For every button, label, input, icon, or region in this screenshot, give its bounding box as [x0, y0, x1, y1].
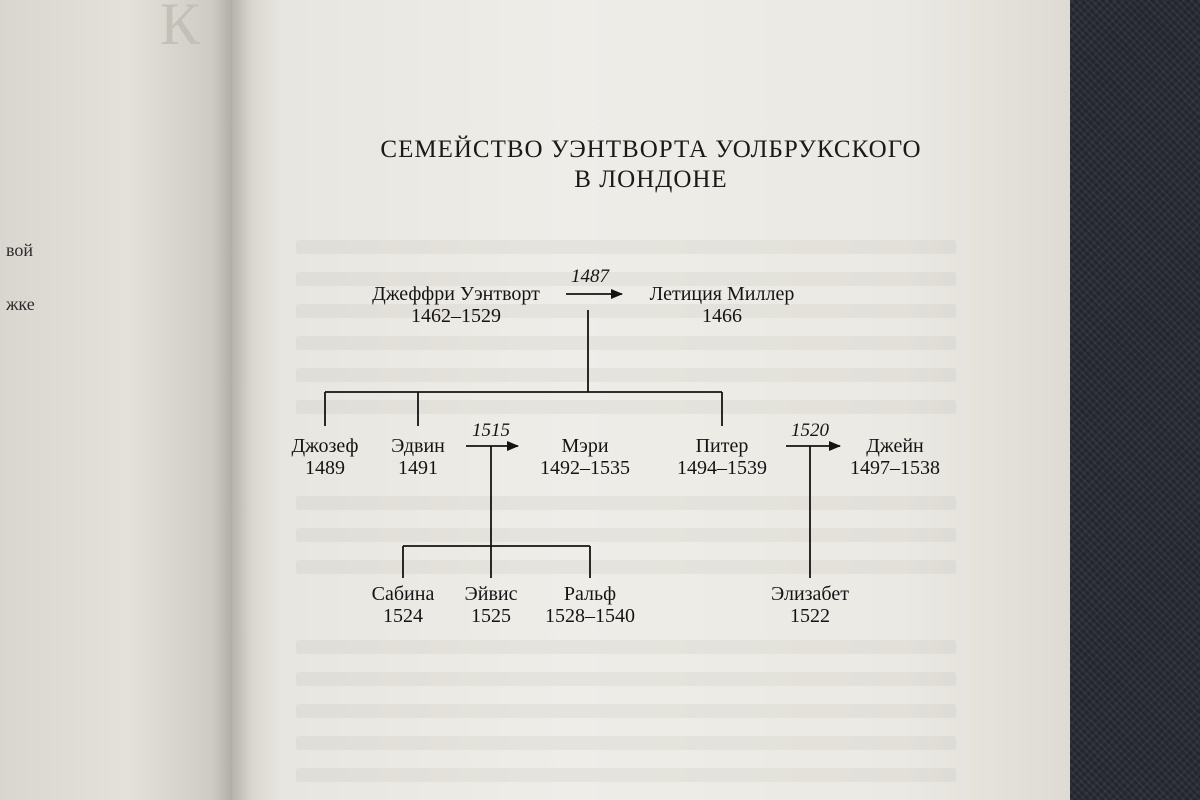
- left-page-fragment-1: вой: [6, 240, 34, 260]
- person-ralph: Ральф 1528–1540: [545, 583, 635, 627]
- person-name: Сабина: [371, 583, 435, 605]
- person-dates: 1494–1539: [677, 457, 767, 479]
- right-page: [232, 0, 1070, 800]
- person-name: Джеффри Уэнтворт: [372, 283, 540, 305]
- bleed-line: [296, 272, 956, 286]
- person-edwin: Эдвин 1491: [391, 435, 445, 479]
- left-page-fragment-2: жке: [6, 294, 35, 314]
- bleed-line: [296, 560, 956, 574]
- bleed-line: [296, 400, 956, 414]
- person-dates: 1489: [304, 457, 345, 479]
- person-peter: Питер 1494–1539: [677, 435, 767, 479]
- person-name: Джейн: [866, 435, 924, 457]
- bleed-line: [296, 336, 956, 350]
- person-dates: 1462–1529: [410, 305, 501, 327]
- person-name: Питер: [695, 435, 749, 457]
- bleed-line: [296, 768, 956, 782]
- person-geoffrey: Джеффри Уэнтворт 1462–1529: [372, 283, 540, 327]
- person-name: Эйвис: [464, 583, 518, 605]
- person-leticia: Летиция Миллер 1466: [650, 283, 795, 327]
- person-dates: 1491: [397, 457, 438, 479]
- person-name: Элизабет: [771, 583, 849, 605]
- bleed-line: [296, 528, 956, 542]
- person-dates: 1466: [702, 305, 742, 327]
- person-dates: 1522: [790, 605, 830, 627]
- bleed-line: [296, 672, 956, 686]
- bleed-line: [296, 736, 956, 750]
- person-dates: 1492–1535: [540, 457, 630, 479]
- person-joseph: Джозеф 1489: [292, 435, 359, 479]
- fabric-background: [1070, 0, 1200, 800]
- bleed-line: [296, 368, 956, 382]
- person-name: Летиция Миллер: [649, 283, 795, 305]
- person-name: Ральф: [563, 583, 617, 605]
- book-gutter: [212, 0, 252, 800]
- person-elizabeth: Элизабет 1522: [771, 583, 849, 627]
- left-page: К вой жке: [0, 0, 232, 800]
- person-name: Мэри: [561, 435, 609, 457]
- person-dates: 1497–1538: [850, 457, 940, 479]
- bleed-line: [296, 704, 956, 718]
- marriage-year-1515: 1515: [472, 420, 510, 441]
- marriage-year-1520: 1520: [791, 420, 829, 441]
- person-dates: 1528–1540: [545, 605, 635, 627]
- person-avis: Эйвис 1525: [465, 583, 518, 627]
- person-name: Джозеф: [291, 435, 359, 457]
- person-sabina: Сабина 1524: [372, 583, 435, 627]
- person-dates: 1524: [383, 605, 423, 627]
- person-dates: 1525: [471, 605, 511, 627]
- person-mary: Мэри 1492–1535: [540, 435, 630, 479]
- tree-title-line-2: В ЛОНДОНЕ: [574, 166, 728, 193]
- bleed-through-letter: К: [160, 0, 201, 57]
- person-jane: Джейн 1497–1538: [850, 435, 940, 479]
- person-name: Эдвин: [391, 435, 445, 457]
- bleed-line: [296, 496, 956, 510]
- bleed-line: [296, 240, 956, 254]
- marriage-year-1487: 1487: [571, 266, 609, 287]
- bleed-line: [296, 640, 956, 654]
- bleed-line: [296, 304, 956, 318]
- tree-title-line-1: СЕМЕЙСТВО УЭНТВОРТА УОЛБРУКСКОГО: [380, 136, 922, 163]
